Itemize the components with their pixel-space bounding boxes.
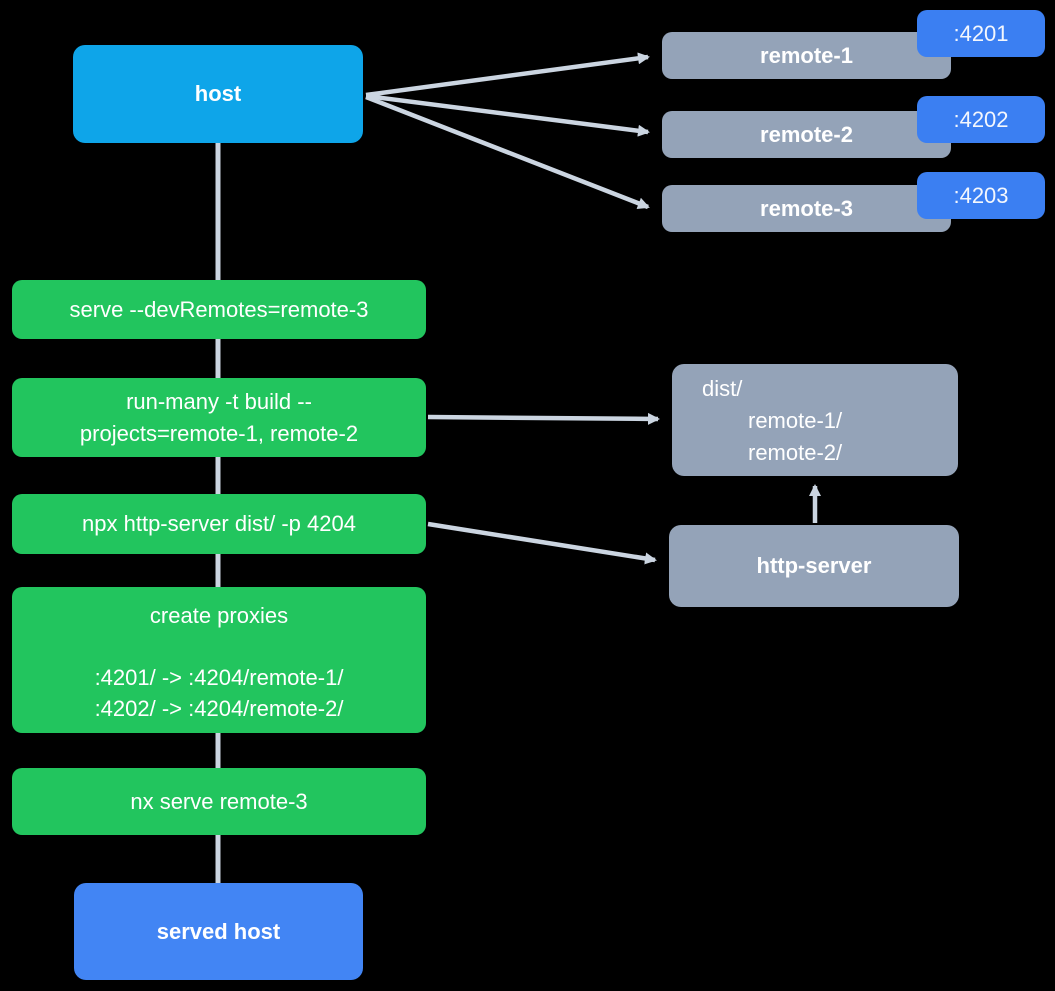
port-4203-label: :4203 [953,182,1009,208]
step-npx-http-server: npx http-server dist/ -p 4204 [12,494,426,554]
step-nx-serve-label: nx serve remote-3 [130,788,308,814]
node-host: host [73,45,363,143]
edge-host-to-remote-3 [365,94,650,210]
dist-child-remote-2: remote-2/ [748,440,843,465]
remote-2-label: remote-2 [760,121,853,147]
http-server-label: http-server [756,553,872,578]
node-remote-3: remote-3 [662,185,951,232]
dist-child-remote-1: remote-1/ [748,408,843,433]
node-served-host: served host [74,883,363,980]
proxy-mapping-2: :4202/ -> :4204/remote-2/ [94,696,344,721]
step-run-many-build: run-many -t build -- projects=remote-1, … [12,378,426,457]
step-nx-serve-remote-3: nx serve remote-3 [12,768,426,835]
node-remote-1: remote-1 [662,32,951,79]
node-http-server: http-server [669,525,959,607]
edge-runmany-to-dist [427,412,660,425]
remote-1-label: remote-1 [760,42,853,68]
step-serve-dev-remotes: serve --devRemotes=remote-3 [12,280,426,339]
create-proxies-title: create proxies [149,603,289,628]
step-serve-label: serve --devRemotes=remote-3 [69,296,369,322]
node-remote-2: remote-2 [662,111,951,158]
port-4202-label: :4202 [953,106,1009,132]
edge-host-to-remote-2 [365,93,650,137]
port-4201-label: :4201 [953,20,1009,46]
proxy-mapping-1: :4201/ -> :4204/remote-1/ [94,665,344,690]
host-label: host [194,81,242,106]
remote-3-label: remote-3 [760,195,853,221]
port-badge-4201: :4201 [917,10,1045,57]
served-host-label: served host [156,918,281,944]
proxy-mappings: :4201/ -> :4204/remote-1/ :4202/ -> :420… [95,662,344,724]
edge-httpcmd-to-httpserver [427,521,657,565]
step-npx-http-server-label: npx http-server dist/ -p 4204 [82,511,356,536]
node-dist-folder: dist/ remote-1/ remote-2/ [672,364,958,476]
port-badge-4203: :4203 [917,172,1045,219]
step-run-many-line-2: projects=remote-1, remote-2 [79,420,359,446]
step-run-many-line-1: run-many -t build -- [126,388,312,414]
edge-host-to-remote-1 [365,52,650,98]
step-run-many-label: run-many -t build -- projects=remote-1, … [80,386,358,450]
port-badge-4202: :4202 [917,96,1045,143]
step-create-proxies: create proxies :4201/ -> :4204/remote-1/… [12,587,426,733]
dist-root-label: dist/ [702,376,743,401]
